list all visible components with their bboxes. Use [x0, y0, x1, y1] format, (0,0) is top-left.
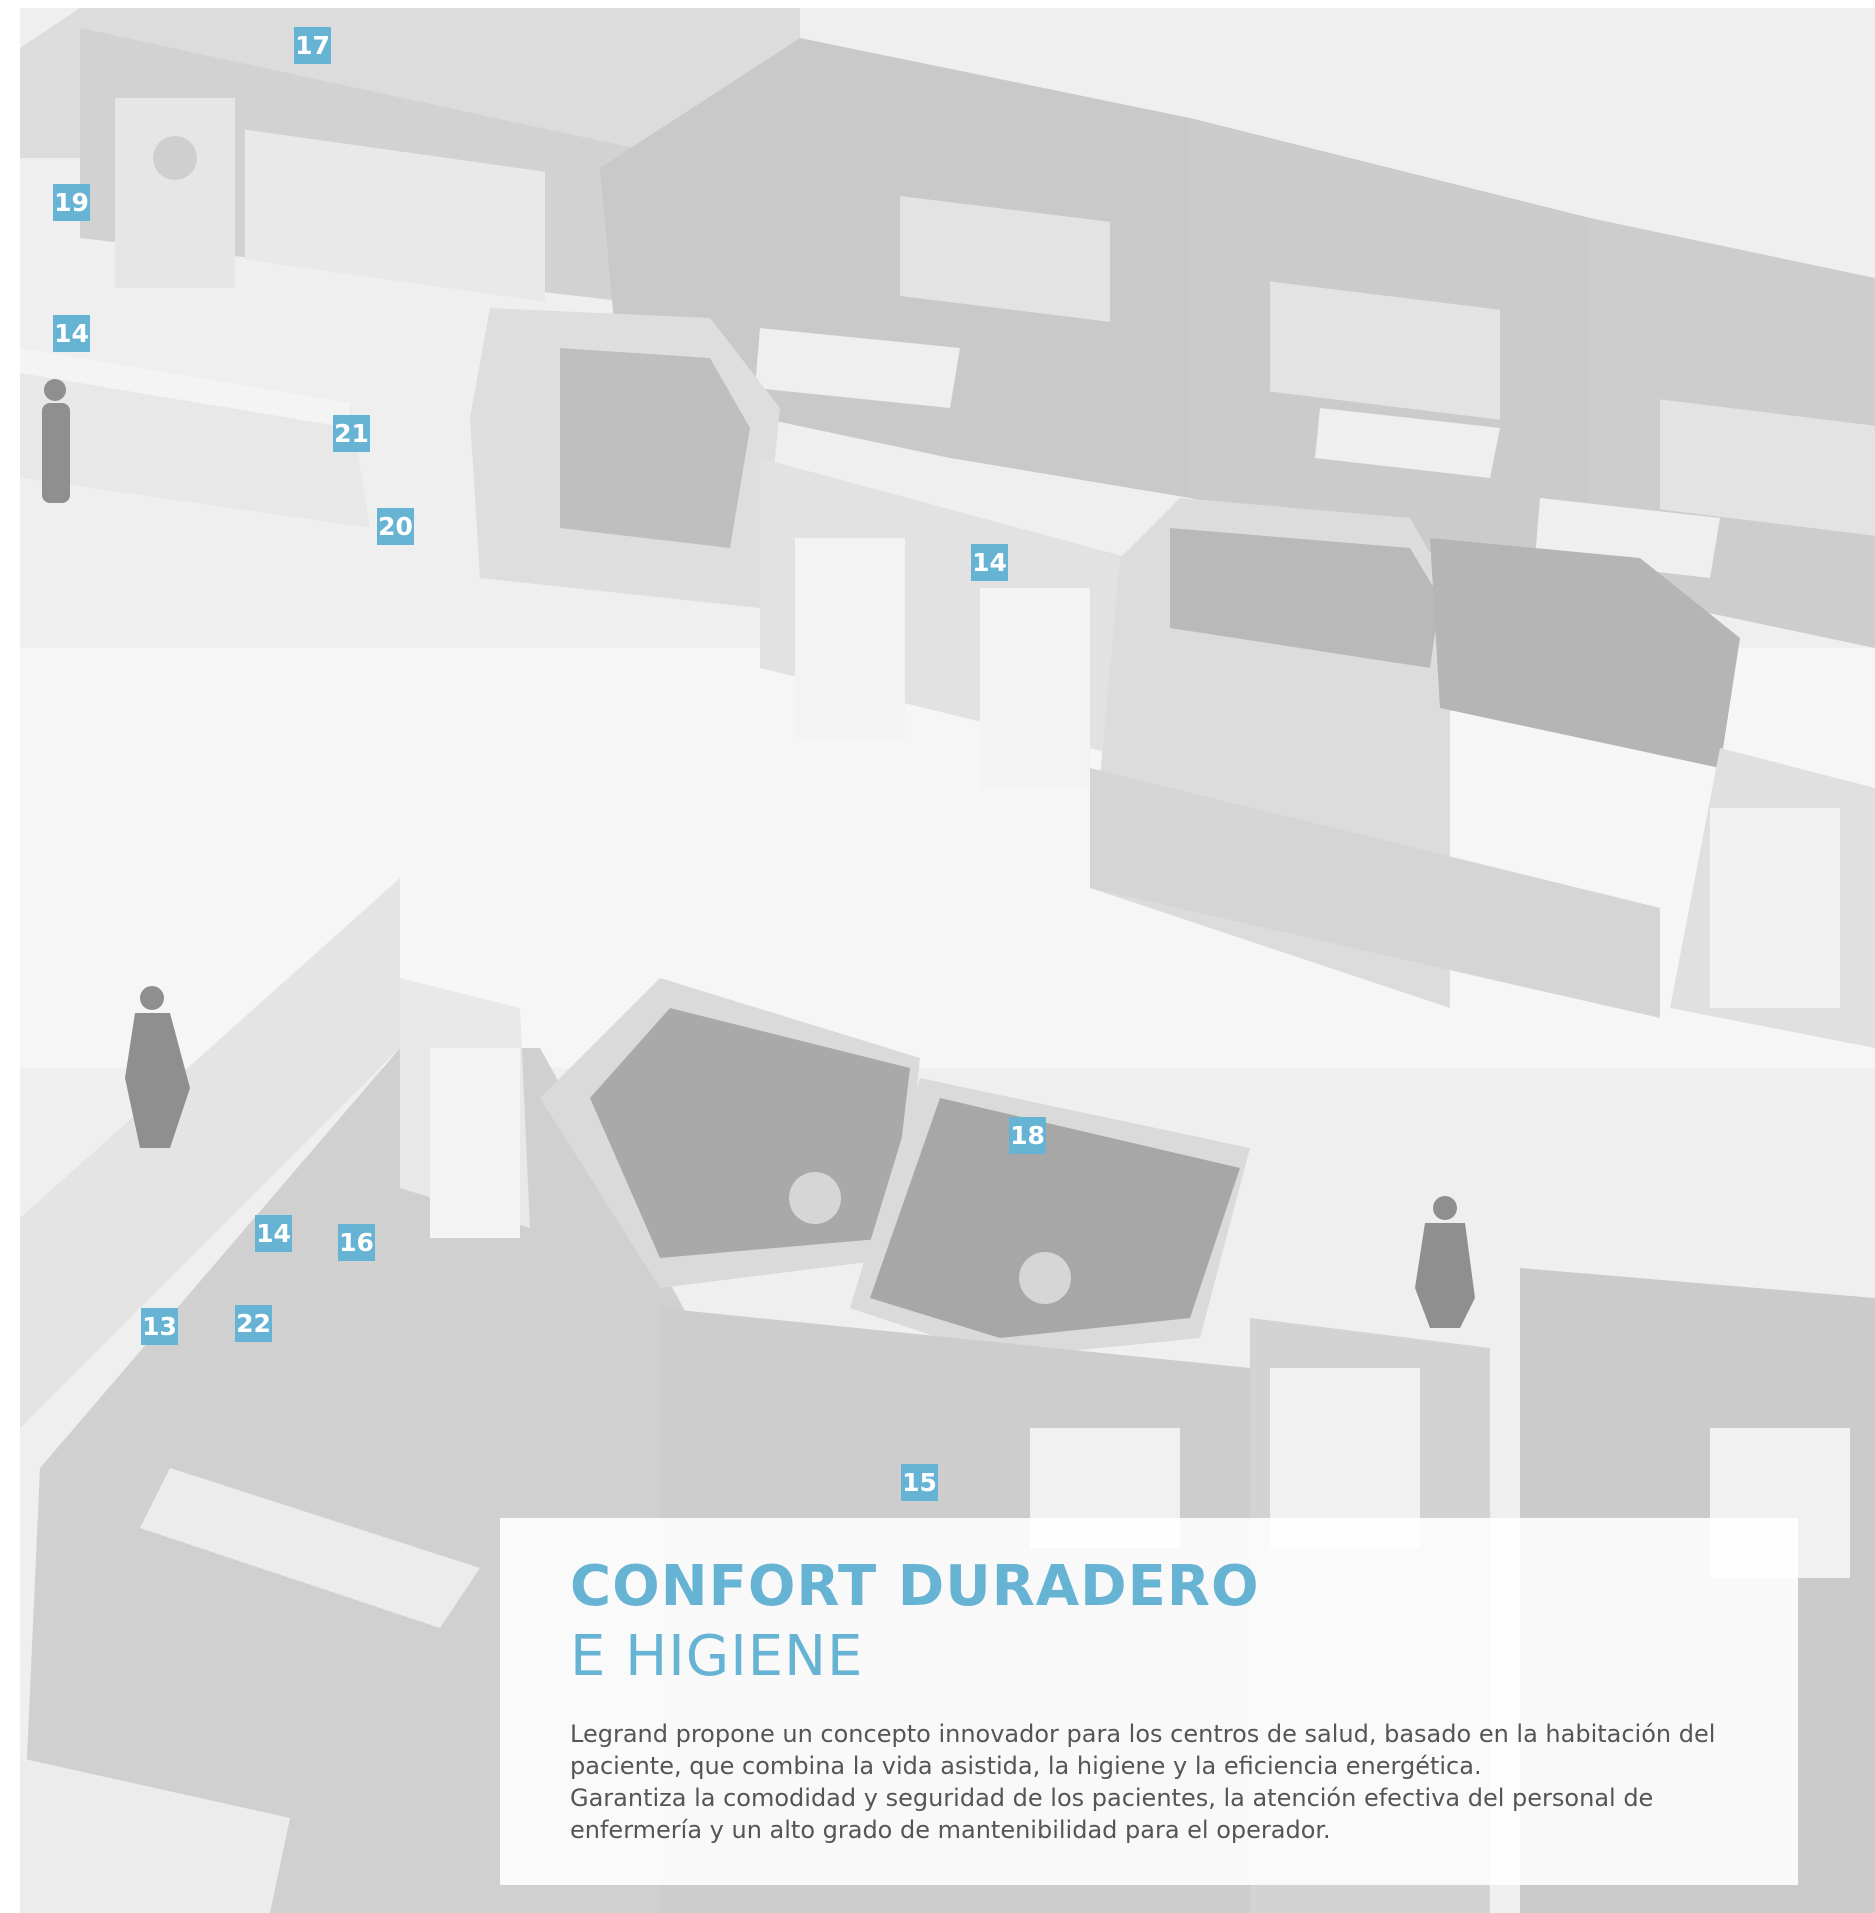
marker-22: 22: [235, 1305, 272, 1342]
top-corridor-walls: [470, 308, 1875, 1048]
marker-20: 20: [377, 508, 414, 545]
headline-line-2: E HIGIENE: [570, 1624, 864, 1689]
marker-17: 17: [294, 27, 331, 64]
marker-21: 21: [333, 415, 370, 452]
body-paragraph-1: Legrand propone un concepto innovador pa…: [570, 1720, 1716, 1780]
marker-14: 14: [971, 544, 1008, 581]
body-text: Legrand propone un concepto innovador pa…: [570, 1718, 1728, 1846]
top-patient-rooms: [600, 38, 1875, 648]
text-panel: CONFORT DURADERO E HIGIENE Legrand propo…: [500, 1518, 1798, 1885]
marker-15: 15: [901, 1464, 938, 1501]
marker-14: 14: [53, 315, 90, 352]
hospital-floor-illustration: 17 19 14 21 20 14 18 14 16 13 22 15: [20, 8, 1875, 1913]
marker-16: 16: [338, 1224, 375, 1261]
marker-18: 18: [1009, 1117, 1046, 1154]
headline-line-1: CONFORT DURADERO: [570, 1554, 1260, 1619]
marker-14: 14: [255, 1215, 292, 1252]
body-paragraph-2: Garantiza la comodidad y seguridad de lo…: [570, 1784, 1654, 1844]
marker-19: 19: [53, 184, 90, 221]
nurse-station: [20, 8, 800, 528]
marker-13: 13: [141, 1308, 178, 1345]
person-silhouettes: [42, 379, 1475, 1328]
floor-plan-render: [20, 8, 1875, 1913]
